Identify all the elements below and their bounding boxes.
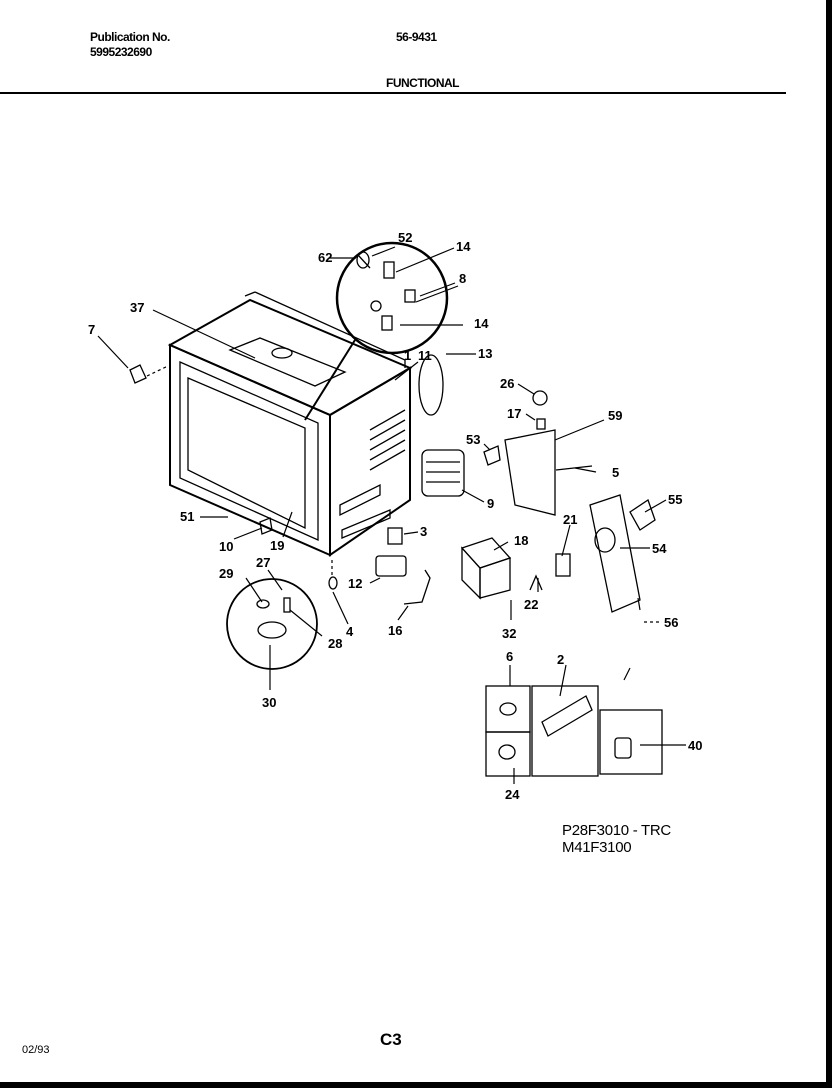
callout-label: 3 — [420, 524, 427, 539]
lower-detail-circle — [226, 578, 318, 670]
callout-label: 4 — [346, 624, 354, 639]
date-code: 02/93 — [22, 1044, 50, 1056]
callout-label: 8 — [459, 271, 466, 286]
callout-label: 21 — [563, 512, 577, 527]
header-rule — [0, 92, 786, 94]
callout-label: 2 — [557, 652, 564, 667]
callout-label: 22 — [524, 597, 538, 612]
model-number: P28F3010 - TRC — [562, 822, 671, 839]
callout-label: 1 — [404, 348, 411, 363]
transformer-drawing — [460, 537, 512, 600]
callout-label: 40 — [688, 738, 702, 753]
cavity-cabinet-drawing — [167, 291, 413, 557]
small-parts-drawing — [129, 354, 593, 605]
upper-detail-circle — [304, 241, 449, 421]
callout-label: 27 — [256, 555, 270, 570]
callout-label: 37 — [130, 300, 144, 315]
callout-label: 59 — [608, 408, 622, 423]
callout-label: 14 — [474, 316, 489, 331]
callout-label: 14 — [456, 239, 471, 254]
callout-label: 9 — [487, 496, 494, 511]
callout-label: 30 — [262, 695, 276, 710]
callout-label: 7 — [88, 322, 95, 337]
publication-number: 5995232690 — [90, 45, 152, 59]
parts-boxes — [485, 685, 663, 777]
callout-label: 6 — [506, 649, 513, 664]
callout-label: 53 — [466, 432, 480, 447]
callout-label: 13 — [478, 346, 492, 361]
model-group: 56-9431 — [396, 30, 437, 44]
callout-label: 16 — [388, 623, 402, 638]
magnetron-drawing — [421, 449, 465, 497]
callout-label: 18 — [514, 533, 528, 548]
callout-label: 5 — [612, 465, 619, 480]
leader-lines — [97, 246, 686, 784]
model-number: M41F3100 — [562, 839, 632, 856]
callout-label: 62 — [318, 250, 332, 265]
fan-bracket-drawing — [504, 429, 656, 613]
callout-label: 29 — [219, 566, 233, 581]
callout-label: 51 — [180, 509, 194, 524]
callout-label: 11 — [418, 348, 432, 363]
callout-labels: 62 52 14 8 14 37 7 1 11 13 26 17 59 53 5… — [88, 230, 702, 802]
section-title: FUNCTIONAL — [386, 76, 460, 90]
callout-label: 54 — [652, 541, 667, 556]
callout-label: 19 — [270, 538, 284, 553]
publication-label: Publication No. — [90, 30, 170, 44]
callout-label: 56 — [664, 615, 678, 630]
callout-label: 55 — [668, 492, 682, 507]
callout-label: 24 — [505, 787, 520, 802]
callout-label: 17 — [507, 406, 521, 421]
callout-label: 10 — [219, 539, 233, 554]
callout-label: 12 — [348, 576, 362, 591]
callout-label: 32 — [502, 626, 516, 641]
callout-label: 26 — [500, 376, 514, 391]
callout-label: 28 — [328, 636, 342, 651]
page-code: C3 — [380, 1030, 402, 1049]
callout-label: 52 — [398, 230, 412, 245]
